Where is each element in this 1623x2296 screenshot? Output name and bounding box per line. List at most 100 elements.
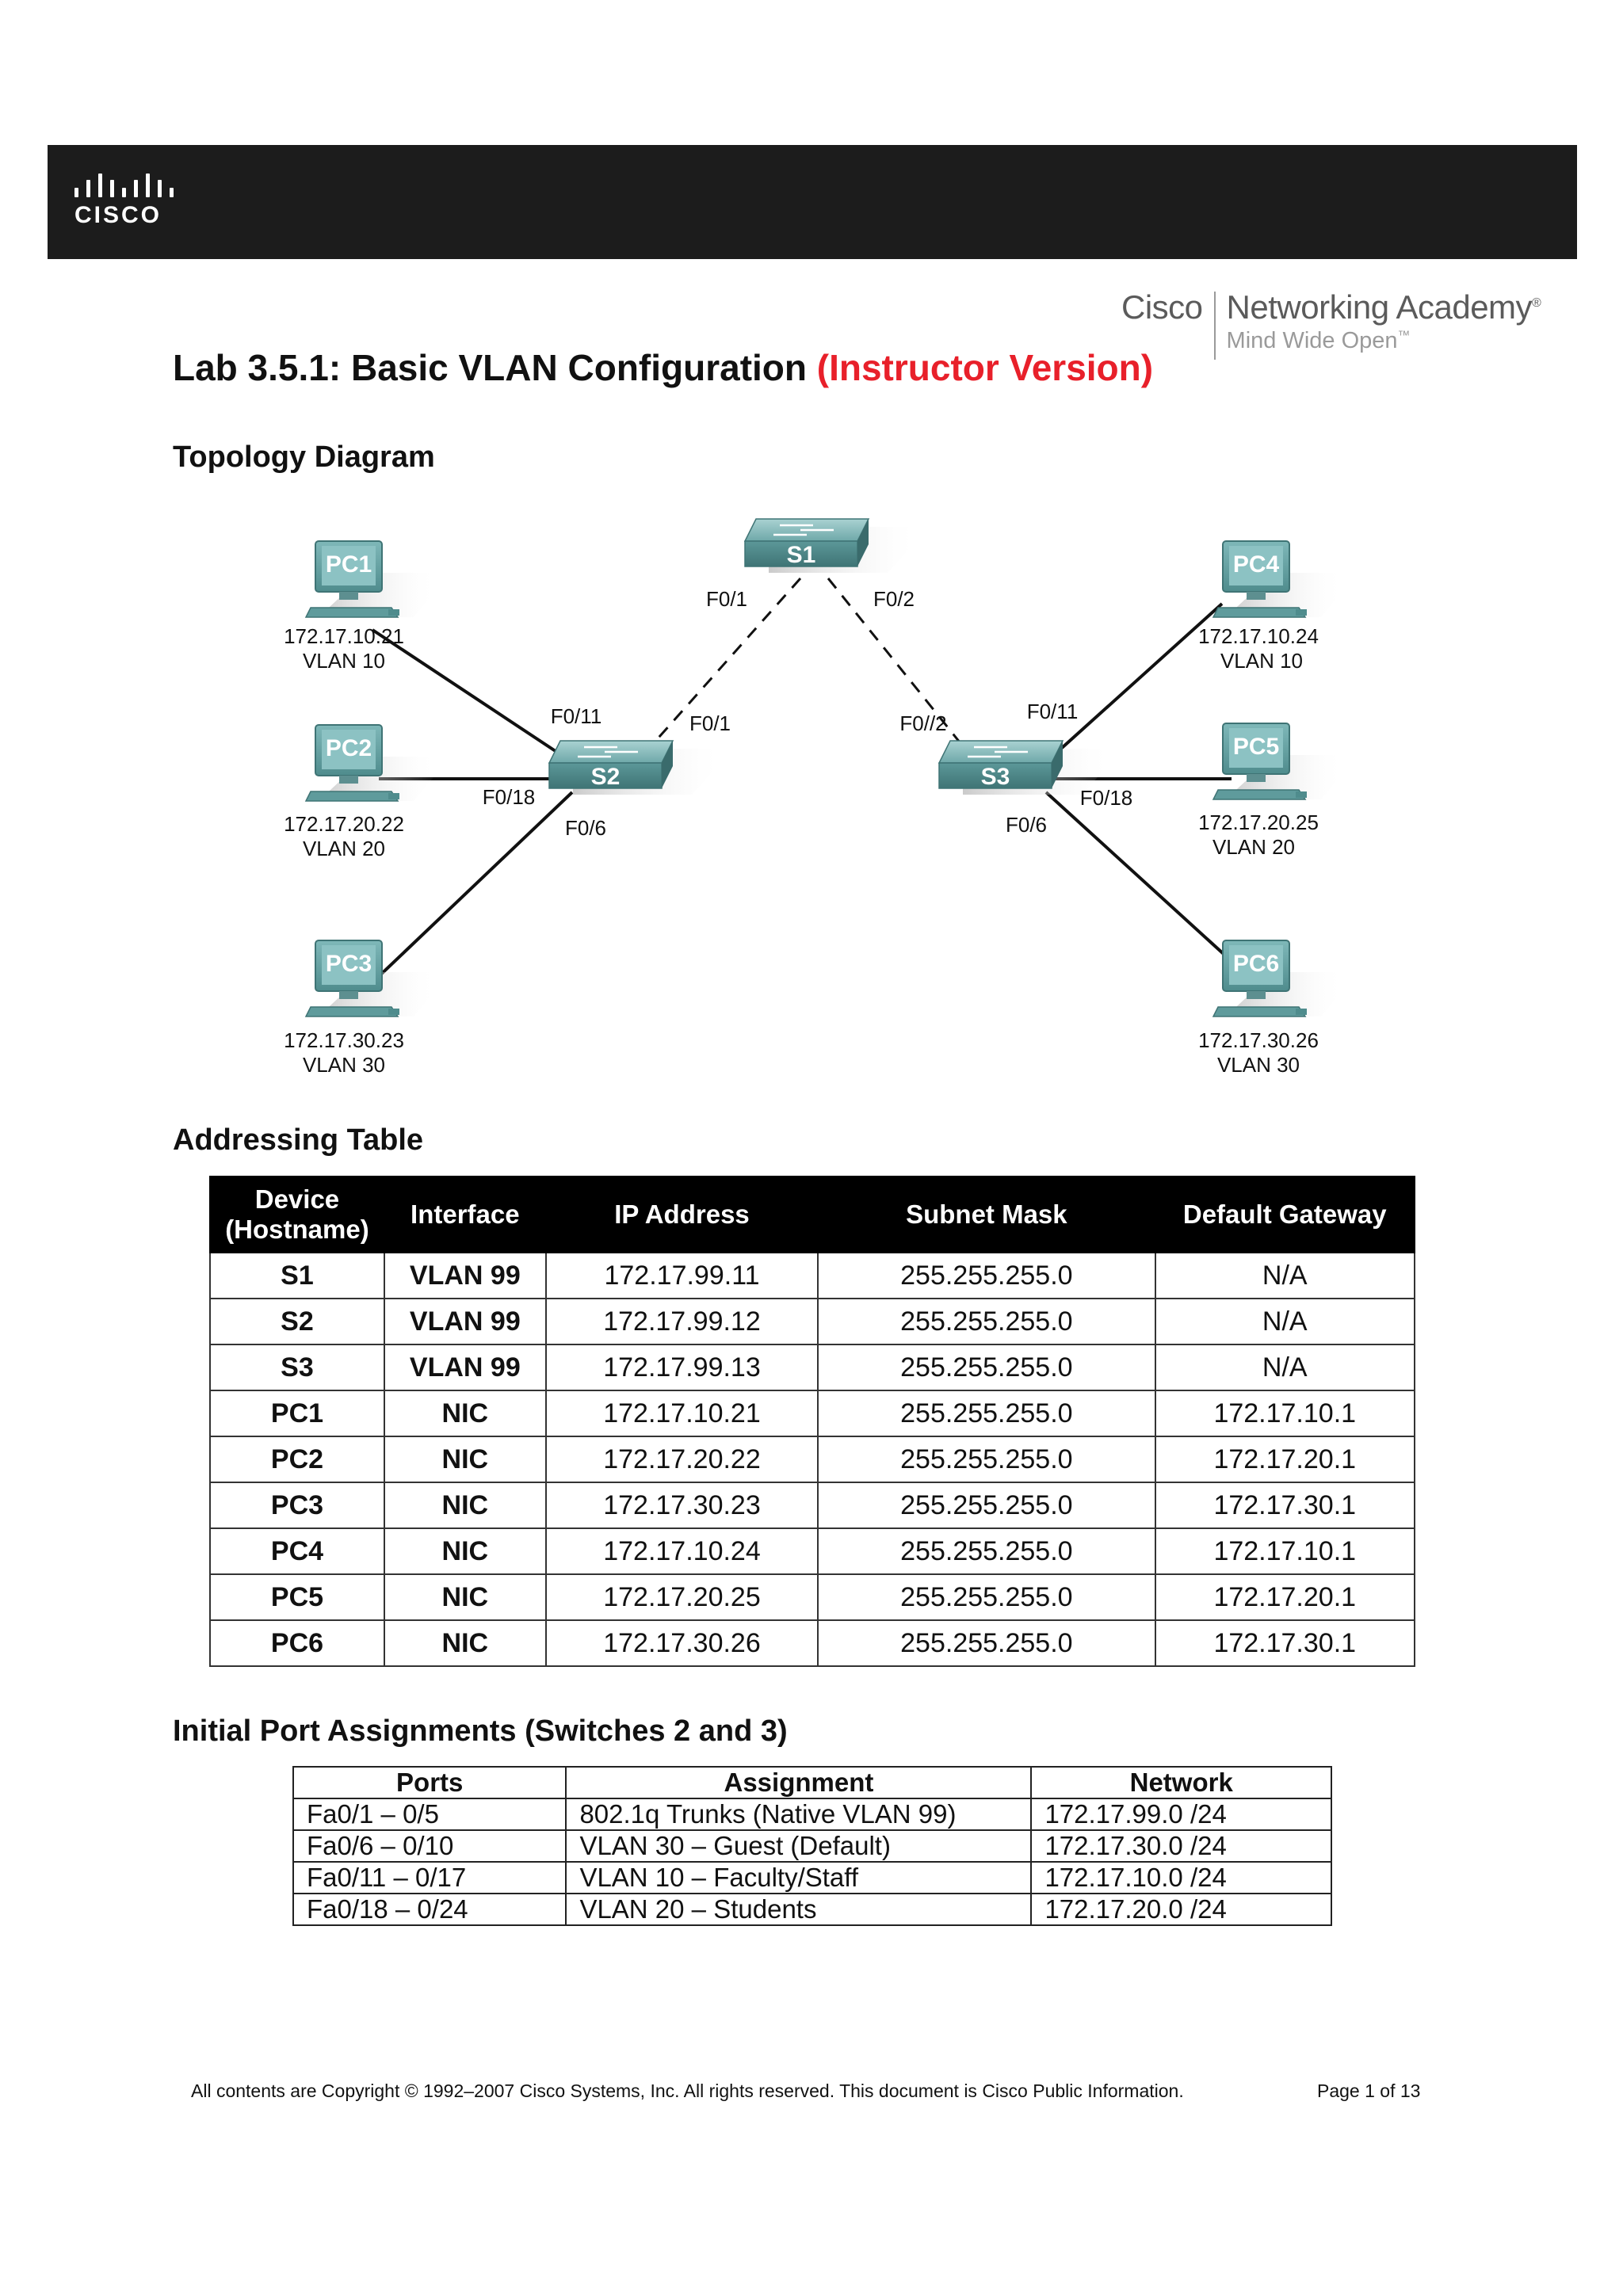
networking-academy-logo: Cisco Networking Academy® Mind Wide Open… [1121, 288, 1541, 360]
addressing-heading: Addressing Table [173, 1123, 424, 1157]
cell-network: 172.17.30.0 /24 [1030, 1829, 1332, 1863]
topology-heading: Topology Diagram [173, 441, 435, 474]
cell-ip: 172.17.10.24 [544, 1527, 819, 1575]
table-row: Fa0/11 – 0/17 VLAN 10 – Faculty/Staff 17… [292, 1861, 1332, 1894]
cell-device: S3 [209, 1344, 385, 1391]
cell-mask: 255.255.255.0 [817, 1436, 1156, 1483]
pc3[interactable]: PC3 [304, 940, 437, 1017]
port-label-s2-f018: F0/18 [483, 785, 536, 809]
cell-mask: 255.255.255.0 [817, 1619, 1156, 1667]
cell-mask: 255.255.255.0 [817, 1573, 1156, 1621]
header-device: Device (Hostname) [209, 1176, 385, 1253]
cell-ports: Fa0/11 – 0/17 [292, 1861, 567, 1894]
link-s1-s3 [827, 578, 975, 760]
cell-assignment: VLAN 30 – Guest (Default) [565, 1829, 1033, 1863]
pc1-ip: 172.17.10.21 [284, 624, 404, 648]
cell-gateway: N/A [1154, 1298, 1415, 1345]
switch-s1[interactable]: S1 [743, 518, 919, 573]
pc2-ip: 172.17.20.22 [284, 812, 404, 836]
switch-s3[interactable]: S3 [938, 740, 1113, 795]
link-s2-pc1 [371, 628, 574, 764]
table-row: S2 VLAN 99 172.17.99.12 255.255.255.0 N/… [209, 1298, 1415, 1345]
table-row: Fa0/6 – 0/10 VLAN 30 – Guest (Default) 1… [292, 1829, 1332, 1863]
header-device-line1: Device [254, 1184, 340, 1214]
port-assignments-table: Ports Assignment Network Fa0/1 – 0/5 802… [292, 1766, 1332, 1926]
table-row: Fa0/1 – 0/5 802.1q Trunks (Native VLAN 9… [292, 1798, 1332, 1831]
link-s3-pc4 [1044, 602, 1224, 764]
port-label-s2-f06: F0/6 [565, 816, 606, 840]
cell-device: PC5 [209, 1573, 385, 1621]
table-row: PC3 NIC 172.17.30.23 255.255.255.0 172.1… [209, 1482, 1415, 1529]
cell-gateway: 172.17.10.1 [1154, 1390, 1415, 1437]
cell-device: PC1 [209, 1390, 385, 1437]
cell-device: PC3 [209, 1482, 385, 1529]
cisco-bars-icon [74, 174, 174, 197]
cell-gateway: 172.17.20.1 [1154, 1573, 1415, 1621]
cell-interface: NIC [383, 1482, 547, 1529]
cell-gateway: 172.17.30.1 [1154, 1619, 1415, 1667]
cell-network: 172.17.10.0 /24 [1030, 1861, 1332, 1894]
switch-s3-label: S3 [981, 764, 1010, 790]
cell-ip: 172.17.99.11 [544, 1252, 819, 1299]
academy-tagline: Mind Wide Open [1226, 328, 1398, 353]
cisco-wordmark: CISCO [74, 202, 162, 228]
pc5-ip: 172.17.20.25 [1198, 810, 1319, 834]
cell-interface: NIC [383, 1436, 547, 1483]
table-row: PC2 NIC 172.17.20.22 255.255.255.0 172.1… [209, 1436, 1415, 1483]
cell-device: PC6 [209, 1619, 385, 1667]
cell-mask: 255.255.255.0 [817, 1252, 1156, 1299]
table-row: PC1 NIC 172.17.10.21 255.255.255.0 172.1… [209, 1390, 1415, 1437]
cell-mask: 255.255.255.0 [817, 1298, 1156, 1345]
port-table-header: Ports Assignment Network [292, 1766, 1332, 1799]
header-network: Network [1030, 1766, 1332, 1799]
cell-device: S2 [209, 1298, 385, 1345]
pc4-label: PC4 [1233, 551, 1280, 578]
port-label-s3-f018: F0/18 [1080, 786, 1133, 810]
pc4[interactable]: PC4 [1212, 540, 1345, 618]
pc5-vlan: VLAN 20 [1212, 835, 1295, 859]
cell-ip: 172.17.30.26 [544, 1619, 819, 1667]
pc2-label: PC2 [326, 735, 372, 761]
cell-mask: 255.255.255.0 [817, 1527, 1156, 1575]
cell-assignment: VLAN 20 – Students [565, 1893, 1033, 1926]
cell-network: 172.17.20.0 /24 [1030, 1893, 1332, 1926]
pc2[interactable]: PC2 [304, 724, 437, 802]
cell-mask: 255.255.255.0 [817, 1482, 1156, 1529]
link-s1-s2 [638, 578, 802, 760]
pc3-vlan: VLAN 30 [303, 1053, 385, 1077]
cell-interface: NIC [383, 1573, 547, 1621]
header-banner: CISCO [48, 145, 1577, 259]
cell-ip: 172.17.20.25 [544, 1573, 819, 1621]
cell-interface: VLAN 99 [383, 1298, 547, 1345]
pc6-label: PC6 [1233, 951, 1279, 977]
cell-interface: NIC [383, 1390, 547, 1437]
pc6-ip: 172.17.30.26 [1198, 1028, 1319, 1052]
port-label-s1-f01: F0/1 [706, 587, 747, 611]
page-number: Page 1 of 13 [1317, 2081, 1421, 2101]
pc5-label: PC5 [1233, 734, 1279, 760]
lab-title: Lab 3.5.1: Basic VLAN Configuration [173, 347, 807, 388]
table-row: Fa0/18 – 0/24 VLAN 20 – Students 172.17.… [292, 1893, 1332, 1926]
pc5[interactable]: PC5 [1212, 723, 1345, 800]
table-row: PC5 NIC 172.17.20.25 255.255.255.0 172.1… [209, 1573, 1415, 1621]
cell-gateway: N/A [1154, 1252, 1415, 1299]
cell-mask: 255.255.255.0 [817, 1344, 1156, 1391]
table-row: PC6 NIC 172.17.30.26 255.255.255.0 172.1… [209, 1619, 1415, 1667]
cell-gateway: N/A [1154, 1344, 1415, 1391]
cell-mask: 255.255.255.0 [817, 1390, 1156, 1437]
pc1-label: PC1 [326, 551, 372, 578]
port-label-s1-f02: F0/2 [873, 587, 915, 611]
cell-ip: 172.17.99.12 [544, 1298, 819, 1345]
switch-s2-label: S2 [591, 764, 621, 790]
pc6[interactable]: PC6 [1212, 940, 1345, 1017]
port-label-s2-f011: F0/11 [551, 704, 602, 728]
port-label-s3-f011: F0/11 [1027, 700, 1079, 723]
pc1[interactable]: PC1 [304, 540, 437, 618]
cell-ports: Fa0/18 – 0/24 [292, 1893, 567, 1926]
cell-gateway: 172.17.10.1 [1154, 1527, 1415, 1575]
cell-assignment: VLAN 10 – Faculty/Staff [565, 1861, 1033, 1894]
pc3-label: PC3 [326, 951, 372, 977]
cell-interface: VLAN 99 [383, 1344, 547, 1391]
switch-s2[interactable]: S2 [548, 740, 724, 795]
header-interface: Interface [383, 1176, 547, 1253]
